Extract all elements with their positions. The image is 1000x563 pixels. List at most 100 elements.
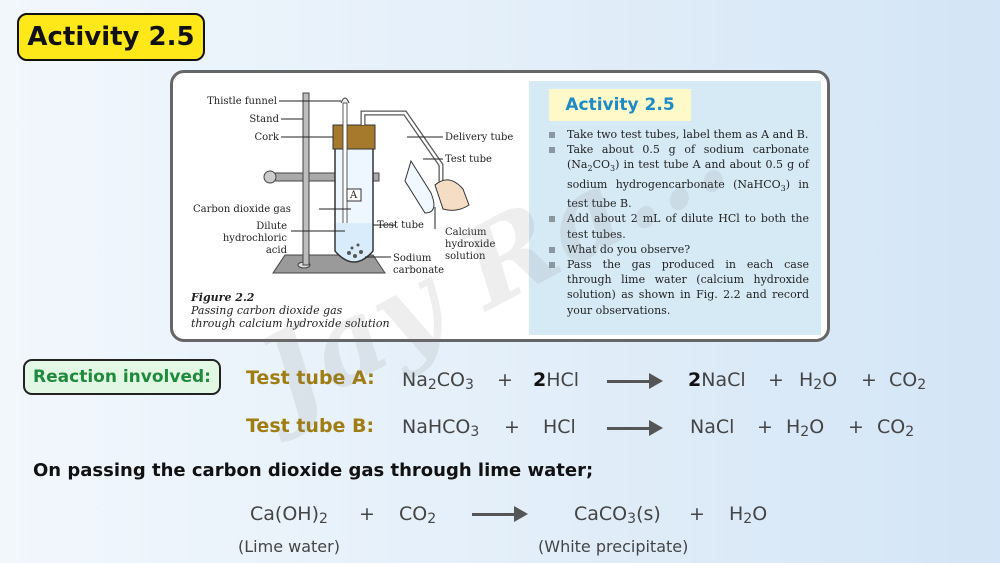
label-cork: Cork [254,132,279,143]
formula-text: Na [402,369,428,391]
eq-a-plus-3: + [861,369,877,391]
lime-water-statement: On passing the carbon dioxide gas throug… [33,460,594,481]
instruction-text: ) in test tube A and about 0.5 g of sodi… [567,158,809,191]
formula-text: NaHCO [402,416,471,438]
formula-text: H [729,503,744,525]
white-precipitate-note: (White precipitate) [538,537,689,556]
label-calcium-1: Calcium [445,227,487,238]
eq-a-plus-1: + [497,369,513,391]
formula-text: O [752,503,768,525]
eq-c-product-2: H2O [729,503,768,527]
coefficient: 2 [533,369,547,391]
activity-title-badge: Activity 2.5 [17,13,205,61]
label-test-tube-right: Test tube [445,154,492,165]
eq-c-plus-2: + [689,503,705,525]
eq-b-plus-1: + [504,416,520,438]
formula-text: H [786,416,801,438]
formula-text: Ca(OH) [250,503,319,525]
subscript: 2 [587,164,593,174]
subscript: 3 [627,511,637,527]
apparatus-figure: Thistle funnel Stand Cork Delivery tube … [173,73,529,339]
eq-c-reactant-2: CO2 [399,503,437,527]
eq-b-plus-2: + [757,416,773,438]
instruction-list: Take two test tubes, label them as A and… [547,127,809,318]
subscript: 2 [743,511,753,527]
coefficient: 2 [688,369,702,391]
eq-a-reactant-2: 2HCl [533,369,579,391]
eq-b-product-3: CO2 [877,416,915,440]
label-delivery-tube: Delivery tube [445,132,514,143]
eq-b-product-1: NaCl [690,416,735,438]
apparatus-drawing [263,92,470,274]
subscript: 3 [610,164,616,174]
subscript: 3 [465,377,474,393]
figure-caption: Figure 2.2 Passing carbon dioxide gas th… [191,291,390,330]
figure-caption-line-1: Passing carbon dioxide gas [191,304,343,317]
eq-a-product-2: H2O [799,369,838,393]
formula-text: O [809,416,825,438]
eq-b-reactant-2: HCl [543,416,576,438]
label-stand: Stand [249,114,279,125]
instruction-item: Pass the gas produced in each case throu… [547,257,809,318]
label-sodium-1: Sodium [393,253,432,264]
subscript: 3 [780,183,786,193]
eq-c-product-1: CaCO3(s) [574,503,661,527]
label-tube-letter: A [350,190,358,201]
test-tube-b-label: Test tube B: [246,415,375,437]
formula-text: CO [436,369,466,391]
formula-text: CO [877,416,906,438]
formula-text: CO [399,503,428,525]
formula-text: O [822,369,838,391]
reaction-involved-badge: Reaction involved: [23,359,221,395]
subscript: 2 [427,511,437,527]
eq-a-product-1: 2NaCl [688,369,746,391]
subscript: 2 [427,377,437,393]
label-dilute-2: hydrochloric [222,233,287,244]
label-calcium-2: hydroxide [445,239,496,250]
eq-b-plus-3: + [848,416,864,438]
label-calcium-3: solution [445,251,486,262]
lime-water-note: (Lime water) [238,537,340,556]
instruction-text: CO [592,158,611,172]
label-co2-gas: Carbon dioxide gas [193,204,291,215]
instruction-item: Take two test tubes, label them as A and… [547,127,809,142]
eq-b-arrow [607,420,663,436]
instruction-text: Take about 0.5 g of sodium carbonate (Na [567,143,809,172]
instruction-item: What do you observe? [547,242,809,257]
formula-text: HCl [546,369,580,391]
instruction-item: Take about 0.5 g of sodium carbonate (Na… [547,142,809,211]
eq-a-arrow [607,373,663,389]
eq-c-plus-1: + [359,503,375,525]
figure-caption-line-2: through calcium hydroxide solution [191,317,390,330]
eq-c-arrow [472,506,528,522]
formula-text: CaCO [574,503,628,525]
label-sodium-2: carbonate [393,265,445,276]
eq-a-product-3: CO2 [889,369,927,393]
eq-c-reactant-1: Ca(OH)2 [250,503,328,527]
subscript: 2 [318,511,328,527]
label-dilute-3: acid [265,245,287,256]
figure-number: Figure 2.2 [191,291,255,304]
subscript: 3 [470,424,480,440]
subscript: 2 [800,424,810,440]
eq-b-reactant-1: NaHCO3 [402,416,480,440]
instruction-item: Add about 2 mL of dilute HCl to both the… [547,211,809,241]
subscript: 2 [905,424,915,440]
subscript: 2 [813,377,823,393]
formula-text: CO [889,369,918,391]
formula-text: (s) [636,503,661,525]
eq-b-product-2: H2O [786,416,825,440]
instruction-text: ) in test tube B. [567,177,809,211]
eq-a-reactant-1: Na2CO3 [402,369,474,393]
test-tube-a-label: Test tube A: [246,367,375,389]
formula-text: NaCl [701,369,746,391]
label-thistle-funnel: Thistle funnel [207,96,277,107]
label-dilute-1: Dilute [256,221,287,232]
activity-panel: Thistle funnel Stand Cork Delivery tube … [170,70,830,342]
subscript: 2 [917,377,927,393]
instructions-title: Activity 2.5 [549,89,691,121]
formula-text: H [799,369,814,391]
label-test-tube: Test tube [377,220,424,231]
eq-a-plus-2: + [768,369,784,391]
activity-instructions: Activity 2.5 Take two test tubes, label … [529,81,821,335]
